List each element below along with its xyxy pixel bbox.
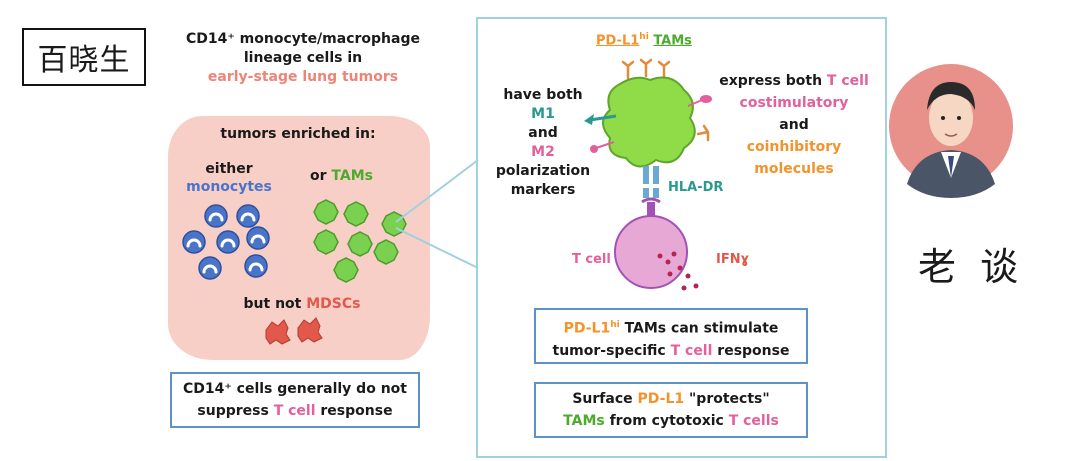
have-both-text: have both [503,87,583,103]
monocyte-cell [198,256,222,280]
stimulate-line1: PD-L1hi TAMs can stimulate [536,314,806,340]
mdscs-label: but not MDSCs [222,296,382,312]
zoom-connector [395,159,479,269]
brand-label: 百晓生 [37,43,131,78]
box1-rest: TAMs can stimulate [624,320,779,337]
protects-line1: Surface PD-L1 "protects" [536,388,806,410]
box2-surface: Surface [572,391,633,407]
molecules-text: molecules [754,161,834,177]
m2-text: M2 [531,144,555,160]
m2-marker [590,145,598,153]
hla-dr-label: HLA-DR [668,180,724,195]
avatar-hair [927,82,975,110]
monocytes-illustration [182,204,270,280]
monocyte-cell [246,226,270,250]
hla-dr-left [643,166,649,198]
box2-tcells: T cells [728,413,779,429]
tam-cell [343,201,369,227]
protects-box: Surface PD-L1 "protects" TAMs from cytot… [534,382,808,438]
mdsc-cell [297,317,323,343]
mdscs-illustration [265,317,323,345]
polarization-text: polarization [495,163,591,179]
or-text: or [310,168,327,184]
cd14-box-line1: CD14⁺ cells generally do not [183,381,407,397]
but-not-text: but not [243,296,302,312]
left-title: CD14⁺ monocyte/macrophage lineage cells … [158,30,448,87]
zoom-line-bottom [395,227,479,269]
box1-pd-l1: PD-L1 [563,320,611,337]
tam-body [602,76,696,168]
tam-cell [333,257,359,283]
and-text: and [528,125,558,141]
left-title-line3: early-stage lung tumors [207,69,399,85]
tam-cell [347,231,373,257]
hla-dr-right [653,166,659,198]
zoom-line-top [395,159,479,223]
express-tcell-text: T cell [826,73,869,89]
author-avatar [889,64,1013,198]
and2-text: and [779,117,809,133]
author-name: 老 谈 [918,245,1025,289]
protects-line2: TAMs from cytotoxic T cells [536,410,806,432]
tam-cell [313,199,339,225]
monocyte-cell [244,254,268,278]
monocyte-cell [216,230,240,254]
stimulate-box: PD-L1hi TAMs can stimulate tumor-specifi… [534,308,808,364]
avatar-face [929,90,973,146]
monocyte-cell [236,204,260,228]
enriched-heading: tumors enriched in: [220,126,376,142]
header-tams: TAMs [653,33,692,49]
monocyte-cell [204,204,228,228]
coinhibitory-text: coinhibitory [746,139,842,155]
box2-tams: TAMs [563,413,605,429]
m1-text: M1 [531,106,555,122]
box2-protects: "protects" [689,391,770,407]
tam-detail-panel [476,17,887,458]
cd14-conclusion-box: CD14⁺ cells generally do not suppress T … [170,372,420,428]
tcell-body [614,215,688,289]
markers-text: markers [510,182,576,198]
costim-marker [700,95,712,103]
monocytes-text: monocytes [186,179,272,195]
express-both-text: express both [719,73,823,89]
brand-box: 百晓生 [22,28,146,86]
tam-tcell-illustration [584,58,712,291]
box1-hi: hi [610,320,620,330]
tams-illustration [313,199,407,283]
ifn-label: IFNɣ [716,252,749,267]
left-title-line2: lineage cells in [243,50,363,66]
tams-label: or TAMs [310,168,373,184]
tcell-text: T cell [273,403,316,419]
mdsc-cell [265,319,291,345]
box1-response: response [717,342,790,359]
header-hi: hi [639,32,649,42]
monocytes-label: either monocytes [186,160,272,196]
mdscs-text: MDSCs [306,296,361,312]
tam-cell [313,229,339,255]
suppress-text: suppress [197,403,269,419]
response-text: response [320,403,393,419]
box2-pd-l1: PD-L1 [637,391,685,407]
molecules-label: express both T cell costimulatory and co… [704,70,884,180]
left-title-line1: CD14⁺ monocyte/macrophage [186,31,420,47]
tam-cell [373,239,399,265]
stimulate-line2: tumor-specific T cell response [536,340,806,362]
costimulatory-text: costimulatory [739,95,849,111]
header-pd-l1: PD-L1 [596,33,640,49]
tcell-label: T cell [572,252,611,267]
either-text: either [205,161,253,177]
cd14-box-line2: suppress T cell response [172,400,418,422]
tams-text: TAMs [331,168,373,184]
box1-tumor-specific: tumor-specific [552,342,666,359]
monocyte-cell [182,230,206,254]
tcr [647,202,655,216]
avatar-tie [948,156,954,178]
box2-from-cytotoxic: from cytotoxic [609,413,724,429]
box1-tcell: T cell [670,342,713,359]
panel-header: PD-L1hi TAMs [596,32,692,48]
tumor-region-blob [168,116,430,360]
polarization-label: have both M1 and M2 polarization markers [488,86,598,200]
m1-arrow [589,114,617,122]
